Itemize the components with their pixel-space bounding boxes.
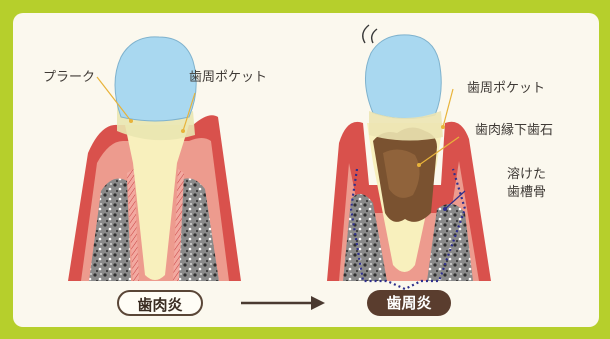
stage-gingivitis-badge: 歯肉炎 bbox=[117, 290, 203, 316]
progression-arrow bbox=[241, 296, 325, 310]
left-crown bbox=[115, 37, 196, 121]
label-pocket-right: 歯周ポケット bbox=[467, 77, 545, 96]
diagram-panel: プラーク 歯周ポケット 歯周ポケット 歯肉縁下歯石 溶けた 歯槽骨 歯肉炎 歯周… bbox=[13, 13, 599, 327]
label-calculus: 歯肉縁下歯石 bbox=[475, 119, 553, 138]
stage-periodontitis-badge: 歯周炎 bbox=[367, 290, 451, 316]
label-bone-line1: 溶けた bbox=[507, 163, 546, 182]
label-bone-line2: 歯槽骨 bbox=[507, 181, 546, 200]
label-plaque: プラーク bbox=[43, 66, 95, 85]
right-crown bbox=[365, 35, 441, 119]
periodontitis-illustration bbox=[327, 25, 491, 289]
label-pocket-left: 歯周ポケット bbox=[189, 66, 267, 85]
